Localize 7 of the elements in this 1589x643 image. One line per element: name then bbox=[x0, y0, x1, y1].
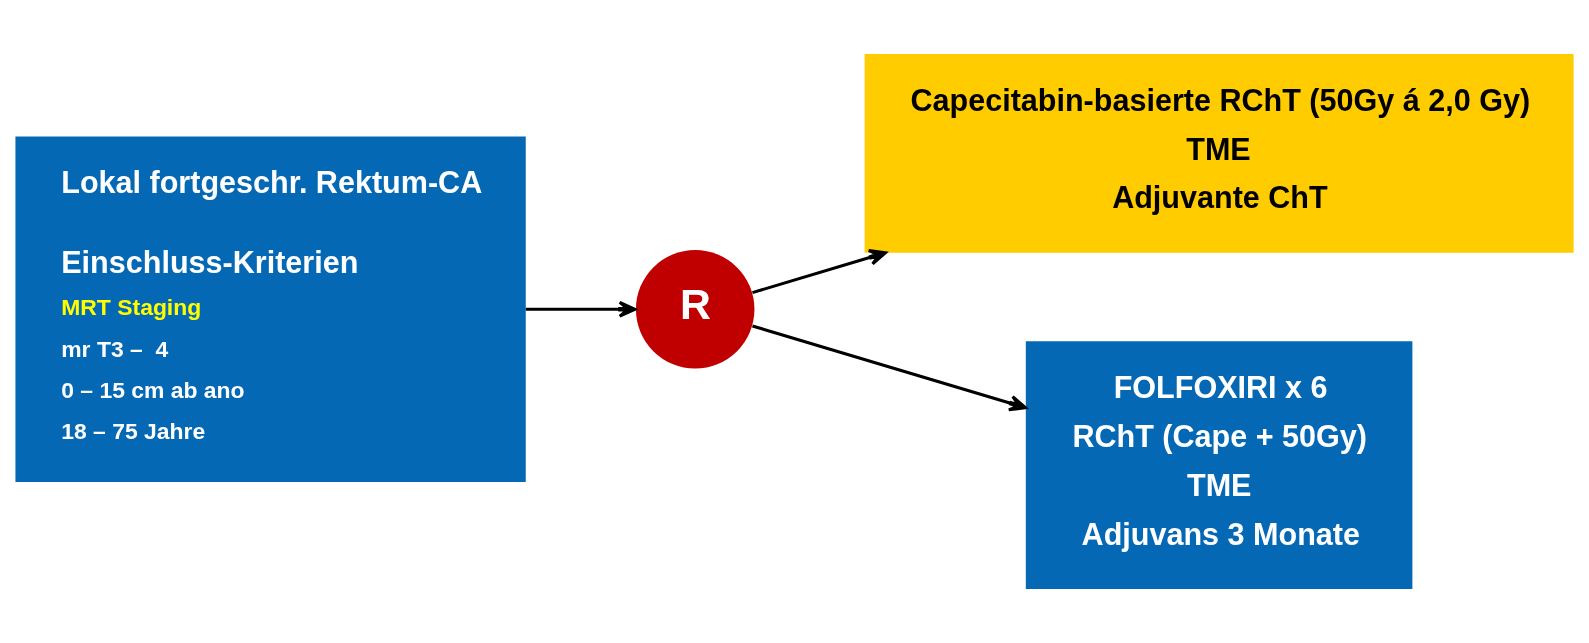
node-box: Capecitabin-basierte RChT (50Gy á 2,0 Gy) TME Adjuvante ChT bbox=[864, 54, 1574, 253]
arrow bbox=[525, 300, 637, 318]
arrow bbox=[752, 324, 1027, 412]
arrow bbox=[752, 249, 887, 295]
node-box: Lokal fortgeschr. Rektum-CA Einschluss-Kriterien MRT Staging mr T3 – 4 0 – 15 cm ab ano 18 – 75 Jahre bbox=[15, 136, 526, 482]
node-circle: R bbox=[635, 250, 755, 369]
node-box: FOLFOXIRI x 6 RChT (Cape + 50Gy) TME Adjuvans 3 Monate bbox=[1025, 341, 1413, 589]
